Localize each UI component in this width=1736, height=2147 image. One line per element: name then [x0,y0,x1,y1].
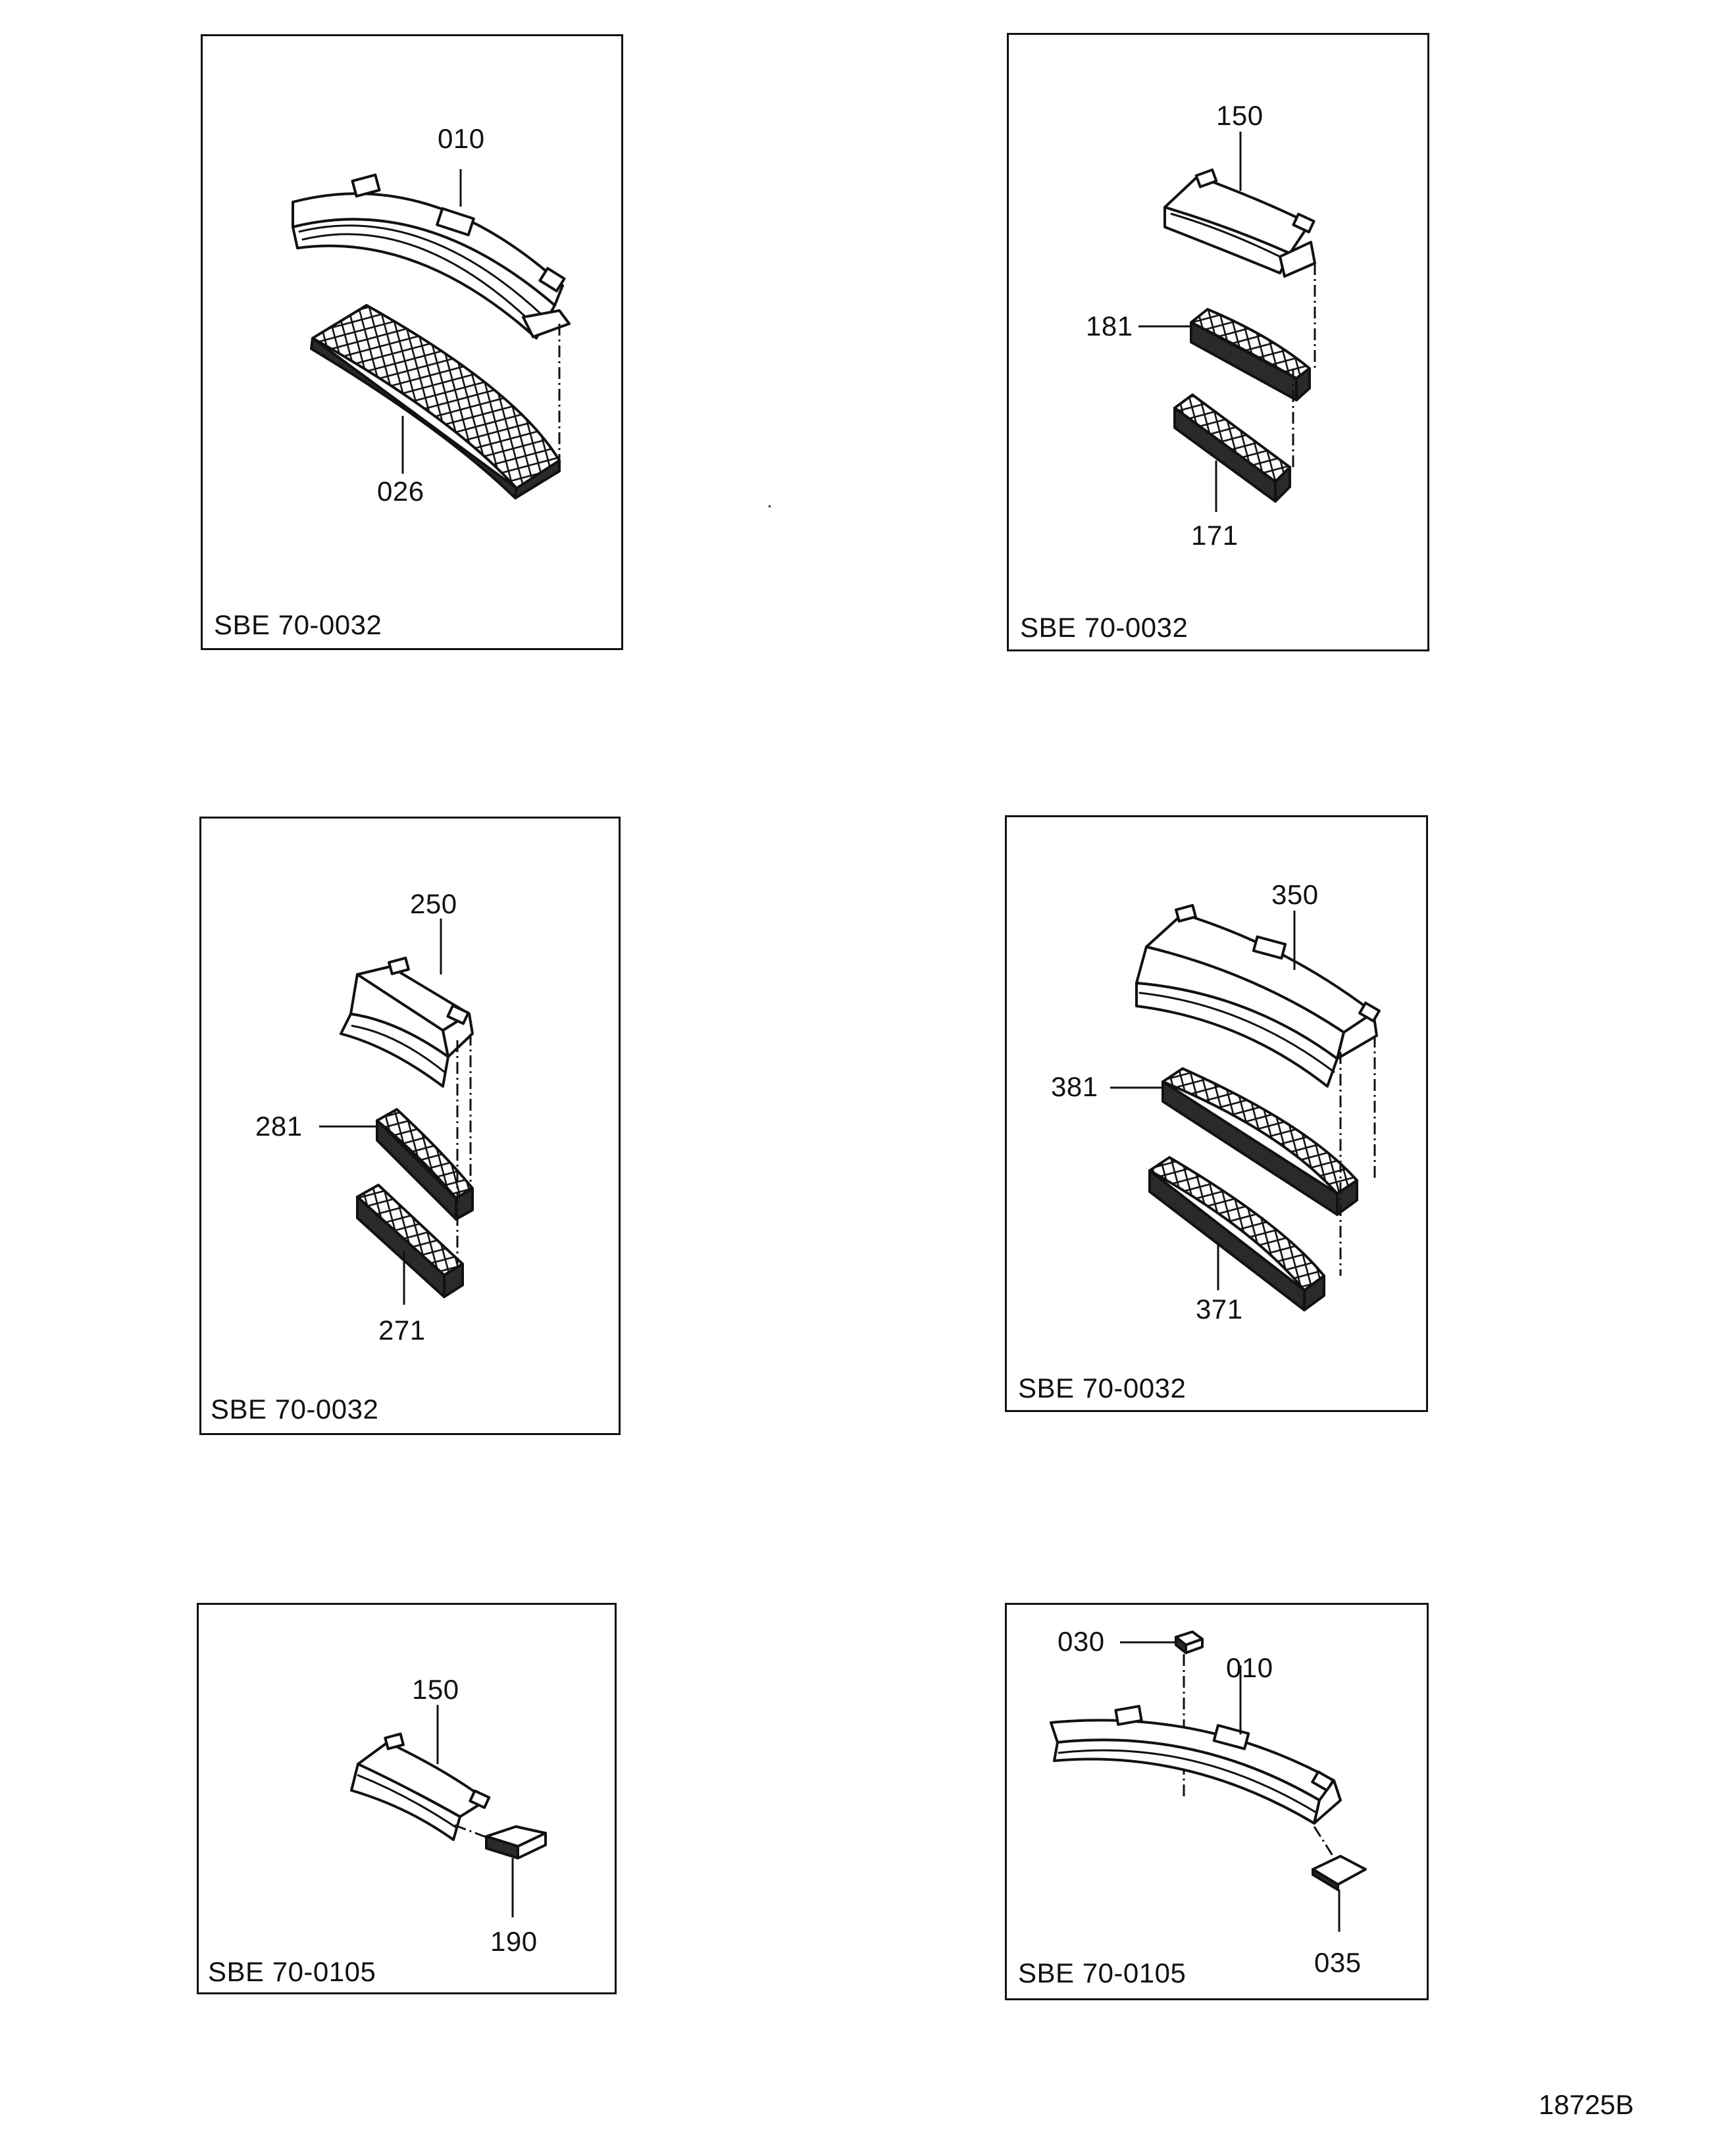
panel-3-drawing [199,817,621,1435]
panel-1-reference: SBE 70-0032 [214,609,382,640]
friction-pad-271 [356,1184,464,1298]
callout-035: 035 [1314,1947,1362,1978]
assembly-line [1313,1826,1339,1863]
callout-171: 171 [1191,520,1238,551]
clip-190 [485,1825,547,1859]
panel-5-frame [197,1603,617,1994]
panel-3-frame [199,817,621,1435]
callout-010: 010 [1226,1652,1273,1683]
callout-010: 010 [438,123,485,154]
panel-3-reference: SBE 70-0032 [211,1394,379,1425]
panel-3: 250 281 271 SBE 70-0032 [199,817,621,1435]
panel-6-frame [1005,1603,1429,2000]
panel-5-reference: SBE 70-0105 [208,1956,376,1987]
callout-371: 371 [1196,1294,1243,1325]
callout-350: 350 [1271,879,1319,910]
lining-segment-010 [1050,1705,1342,1825]
lining-segment-250 [340,956,474,1088]
panel-6: 030 010 035 SBE 70-0105 [1005,1603,1429,2000]
lining-segment-150 [350,1732,491,1841]
panel-2-drawing [1007,33,1429,651]
callout-181: 181 [1086,311,1133,341]
panel-5: 150 190 SBE 70-0105 [197,1603,617,1994]
panel-4-drawing [1005,815,1428,1412]
panel-2: 150 181 171 SBE 70-0032 [1007,33,1429,651]
callout-190: 190 [490,1926,538,1957]
figure-number: 18725B [1539,2089,1634,2120]
friction-pad-371 [1148,1156,1325,1311]
panel-6-reference: SBE 70-0105 [1018,1958,1187,1988]
friction-pad-281 [376,1108,474,1221]
panel-4-reference: SBE 70-0032 [1018,1373,1187,1403]
friction-pad-171 [1173,393,1291,503]
panel-1: 010 026 SBE 70-0032 [201,34,623,650]
callout-150: 150 [412,1674,459,1705]
lining-segment-010 [292,173,571,340]
shim-035 [1312,1855,1367,1891]
callout-026: 026 [377,476,424,507]
callout-030: 030 [1058,1626,1105,1657]
block-030 [1175,1630,1204,1654]
panel-2-reference: SBE 70-0032 [1020,612,1188,643]
callout-271: 271 [378,1315,426,1346]
panel-4-frame [1005,815,1428,1412]
panel-5-drawing [197,1603,617,1994]
lining-segment-350 [1135,903,1381,1088]
friction-pad-181 [1190,308,1311,401]
callout-381: 381 [1051,1071,1098,1102]
callout-281: 281 [255,1111,303,1142]
stray-mark [769,505,771,507]
panel-1-drawing [201,34,623,650]
panel-2-frame [1007,33,1429,651]
friction-pad-381 [1162,1067,1358,1216]
panel-6-drawing [1005,1603,1429,2000]
panel-4: 350 381 371 SBE 70-0032 [1005,815,1428,1412]
panel-1-frame [201,34,623,650]
friction-pad-026 [310,304,561,499]
callout-150: 150 [1216,100,1264,131]
assembly-line [454,1824,490,1840]
lining-segment-150 [1163,168,1316,278]
callout-250: 250 [410,888,457,919]
